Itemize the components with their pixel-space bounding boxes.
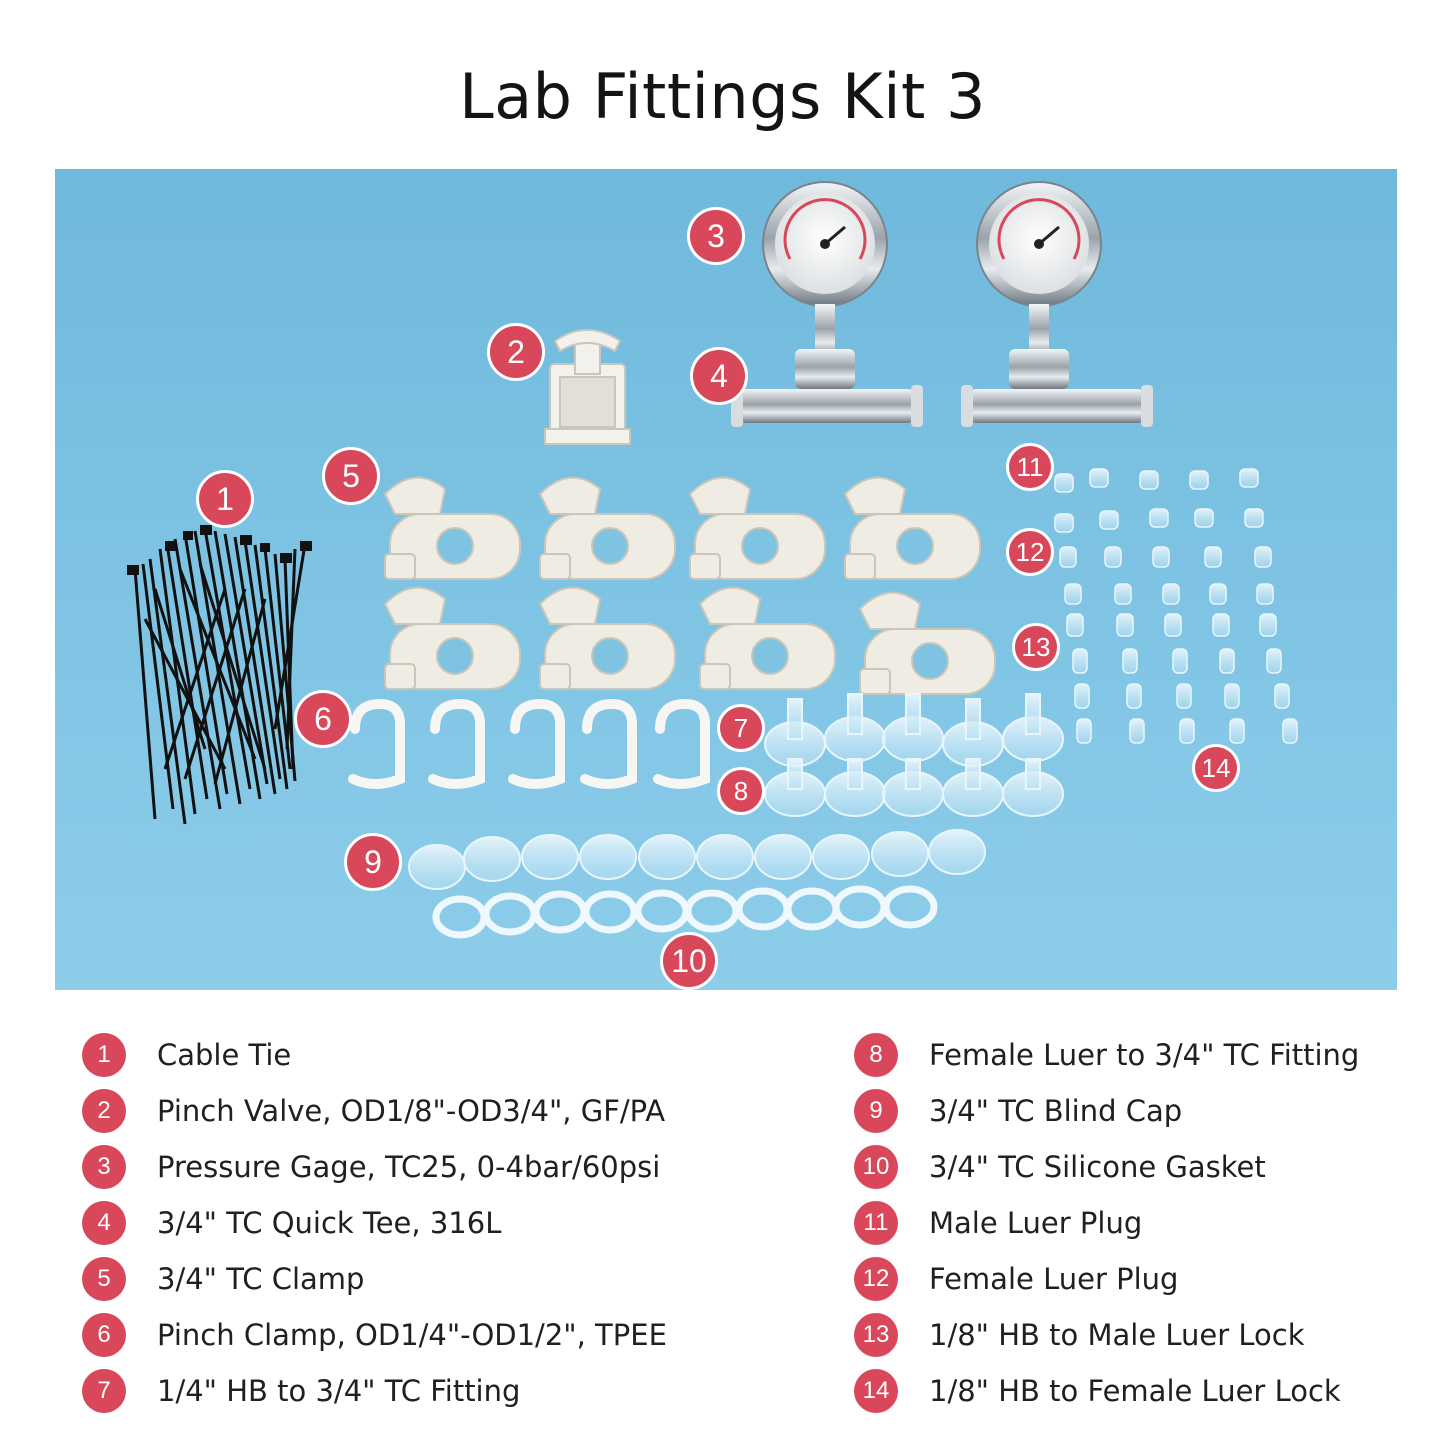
legend-badge: 3 <box>82 1145 126 1189</box>
legend-label: 3/4" TC Blind Cap <box>929 1094 1183 1128</box>
page-title: Lab Fittings Kit 3 <box>459 60 986 133</box>
photo-badge-2: 2 <box>487 323 545 381</box>
blind-caps-illustration <box>408 829 986 890</box>
pinch-clamps-illustration <box>348 698 710 789</box>
legend-badge: 9 <box>854 1089 898 1133</box>
photo-badge-3: 3 <box>687 207 745 265</box>
legend-item-13: 13 1/8" HB to Male Luer Lock <box>854 1307 1305 1363</box>
legend-item-4: 4 3/4" TC Quick Tee, 316L <box>82 1195 501 1251</box>
pressure-gauges-illustration <box>731 181 1153 427</box>
legend-item-8: 8 Female Luer to 3/4" TC Fitting <box>854 1027 1359 1083</box>
cable-ties-illustration <box>133 528 307 825</box>
pinch-valve-illustration <box>544 329 631 445</box>
legend-label: Pinch Valve, OD1/8"-OD3/4", GF/PA <box>157 1094 666 1128</box>
legend-badge: 5 <box>82 1257 126 1301</box>
photo-badge-13: 13 <box>1012 623 1060 671</box>
legend-badge: 10 <box>854 1145 898 1189</box>
photo-badge-5: 5 <box>322 447 380 505</box>
photo-badge-11: 11 <box>1006 443 1054 491</box>
photo-badge-9: 9 <box>344 833 402 891</box>
legend-item-14: 14 1/8" HB to Female Luer Lock <box>854 1363 1341 1419</box>
legend-item-5: 5 3/4" TC Clamp <box>82 1251 364 1307</box>
tc-clamps-illustration <box>383 476 996 695</box>
legend-label: Female Luer to 3/4" TC Fitting <box>929 1038 1360 1072</box>
tc-fittings-illustration <box>764 693 1064 817</box>
legend-label: 3/4" TC Quick Tee, 316L <box>157 1206 502 1240</box>
legend-label: 3/4" TC Silicone Gasket <box>929 1150 1266 1184</box>
legend-label: 1/8" HB to Male Luer Lock <box>929 1318 1305 1352</box>
legend: 1 Cable Tie 2 Pinch Valve, OD1/8"-OD3/4", … <box>0 1025 1445 1425</box>
photo-badge-12: 12 <box>1006 528 1054 576</box>
luer-parts-illustration <box>1054 468 1298 744</box>
photo-badge-8: 8 <box>717 767 765 815</box>
legend-item-12: 12 Female Luer Plug <box>854 1251 1178 1307</box>
legend-label: 1/8" HB to Female Luer Lock <box>929 1374 1341 1408</box>
legend-item-1: 1 Cable Tie <box>82 1027 291 1083</box>
legend-item-3: 3 Pressure Gage, TC25, 0-4bar/60psi <box>82 1139 660 1195</box>
legend-label: Cable Tie <box>157 1038 292 1072</box>
legend-badge: 11 <box>854 1201 898 1245</box>
legend-badge: 13 <box>854 1313 898 1357</box>
gaskets-illustration <box>432 885 938 939</box>
legend-item-10: 10 3/4" TC Silicone Gasket <box>854 1139 1266 1195</box>
legend-item-6: 6 Pinch Clamp, OD1/4"-OD1/2", TPEE <box>82 1307 667 1363</box>
legend-item-7: 7 1/4" HB to 3/4" TC Fitting <box>82 1363 520 1419</box>
product-photo: 1 2 3 4 5 6 7 8 9 10 11 12 13 14 <box>55 169 1397 990</box>
legend-label: 3/4" TC Clamp <box>157 1262 365 1296</box>
legend-badge: 12 <box>854 1257 898 1301</box>
legend-label: Male Luer Plug <box>929 1206 1143 1240</box>
legend-item-11: 11 Male Luer Plug <box>854 1195 1142 1251</box>
legend-badge: 4 <box>82 1201 126 1245</box>
photo-badge-1: 1 <box>196 470 254 528</box>
legend-label: Pinch Clamp, OD1/4"-OD1/2", TPEE <box>157 1318 667 1352</box>
legend-badge: 1 <box>82 1033 126 1077</box>
legend-badge: 2 <box>82 1089 126 1133</box>
legend-badge: 8 <box>854 1033 898 1077</box>
legend-item-2: 2 Pinch Valve, OD1/8"-OD3/4", GF/PA <box>82 1083 665 1139</box>
photo-badge-7: 7 <box>717 704 765 752</box>
legend-label: Female Luer Plug <box>929 1262 1179 1296</box>
legend-label: Pressure Gage, TC25, 0-4bar/60psi <box>157 1150 661 1184</box>
photo-badge-4: 4 <box>690 347 748 405</box>
legend-badge: 6 <box>82 1313 126 1357</box>
photo-badge-10: 10 <box>660 932 718 990</box>
legend-label: 1/4" HB to 3/4" TC Fitting <box>157 1374 521 1408</box>
legend-badge: 7 <box>82 1369 126 1413</box>
legend-item-9: 9 3/4" TC Blind Cap <box>854 1083 1182 1139</box>
photo-badge-14: 14 <box>1192 744 1240 792</box>
photo-badge-6: 6 <box>294 690 352 748</box>
legend-badge: 14 <box>854 1369 898 1413</box>
